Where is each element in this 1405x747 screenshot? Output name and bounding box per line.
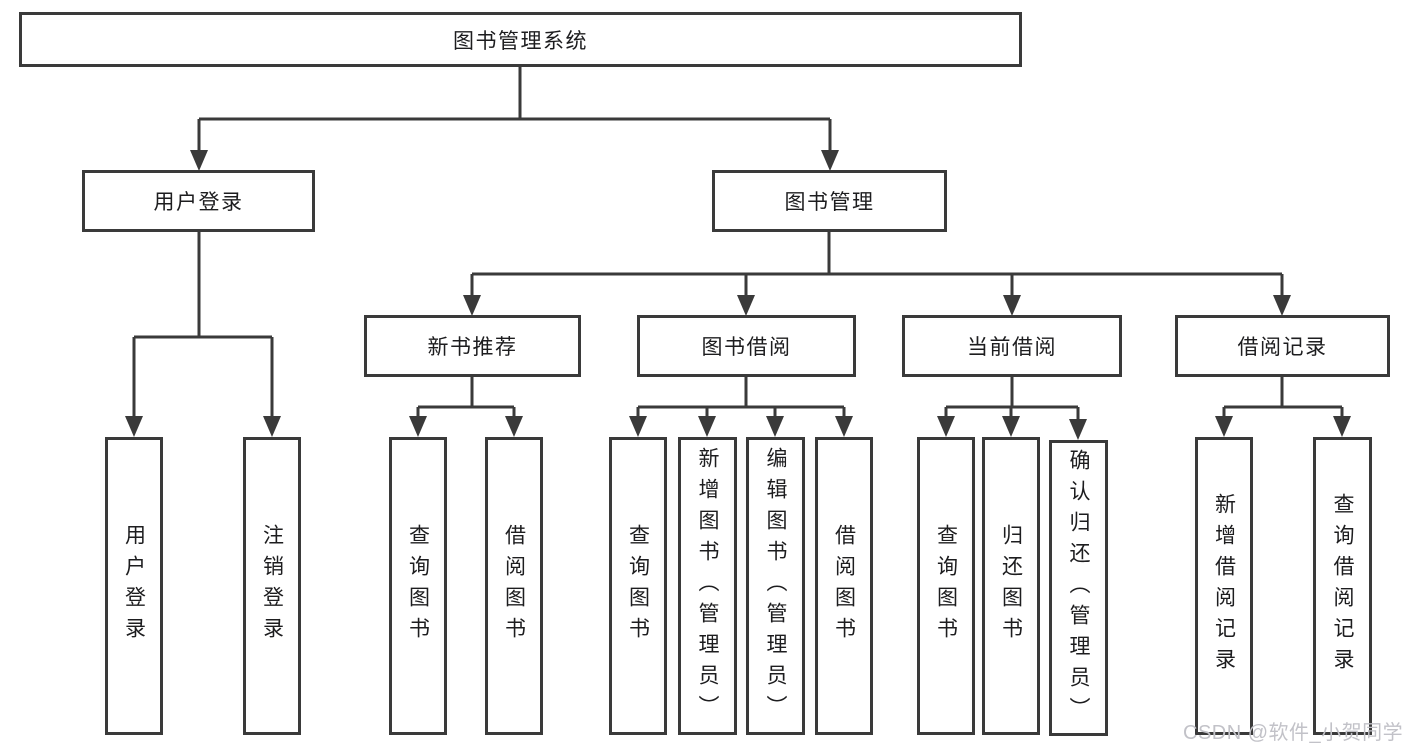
node-label: 图书管理系统 <box>453 29 588 53</box>
connector-user-login-children <box>132 232 274 418</box>
node-label: 确认归还（管理员） <box>1067 448 1090 728</box>
connector-root-to-modules <box>197 67 832 152</box>
node-label: 归还图书 <box>999 524 1023 648</box>
node-label: 编辑图书（管理员） <box>764 446 787 726</box>
node-label: 用户登录 <box>122 524 146 648</box>
node-borrow-records: 借阅记录 <box>1175 315 1390 377</box>
leaf-records-search-record: 查询借阅记录 <box>1313 437 1372 735</box>
csdn-watermark: CSDN @软件_小贺同学 <box>1183 722 1404 744</box>
leaf-user-login: 用户登录 <box>105 437 163 735</box>
node-label: 图书借阅 <box>701 336 792 359</box>
node-label: 图书管理 <box>784 191 875 214</box>
node-user-login-module: 用户登录 <box>82 170 315 232</box>
node-new-book-recommend: 新书推荐 <box>364 315 581 377</box>
leaf-borrow-search-books: 查询图书 <box>609 437 667 735</box>
node-label: 当前借阅 <box>967 336 1057 359</box>
node-label: 查询借阅记录 <box>1331 493 1354 679</box>
node-current-borrow: 当前借阅 <box>902 315 1122 377</box>
node-library-management-system: 图书管理系统 <box>19 12 1022 67</box>
leaf-current-search-books: 查询图书 <box>917 437 975 735</box>
leaf-rec-search-books: 查询图书 <box>389 437 447 735</box>
node-label: 借阅记录 <box>1237 336 1328 359</box>
node-label: 用户登录 <box>153 191 244 214</box>
connector-new-book-rec-children <box>416 377 516 418</box>
node-label: 注销登录 <box>260 524 284 648</box>
leaf-current-confirm-return-admin: 确认归还（管理员） <box>1049 440 1108 736</box>
node-label: 借阅图书 <box>832 524 856 648</box>
connector-borrow-records-children <box>1222 377 1344 418</box>
leaf-logout: 注销登录 <box>243 437 301 735</box>
leaf-borrow-edit-books-admin: 编辑图书（管理员） <box>746 437 805 735</box>
leaf-borrow-borrow-books: 借阅图书 <box>815 437 873 735</box>
connector-book-mgmt-children <box>470 232 1284 297</box>
node-label: 查询图书 <box>406 524 430 648</box>
leaf-rec-borrow-books: 借阅图书 <box>485 437 543 735</box>
node-label: 查询图书 <box>934 524 958 648</box>
node-label: 新书推荐 <box>427 336 518 359</box>
leaf-records-add-record: 新增借阅记录 <box>1195 437 1253 735</box>
leaf-current-return-books: 归还图书 <box>982 437 1040 735</box>
node-book-borrow: 图书借阅 <box>637 315 856 377</box>
leaf-borrow-add-books-admin: 新增图书（管理员） <box>678 437 737 735</box>
connector-book-borrow-children <box>636 377 846 418</box>
node-label: 新增借阅记录 <box>1212 493 1236 679</box>
node-label: 新增图书（管理员） <box>696 446 719 726</box>
connector-current-borrow-children <box>944 377 1080 421</box>
node-label: 查询图书 <box>626 524 650 648</box>
node-book-management-module: 图书管理 <box>712 170 947 232</box>
node-label: 借阅图书 <box>502 524 526 648</box>
